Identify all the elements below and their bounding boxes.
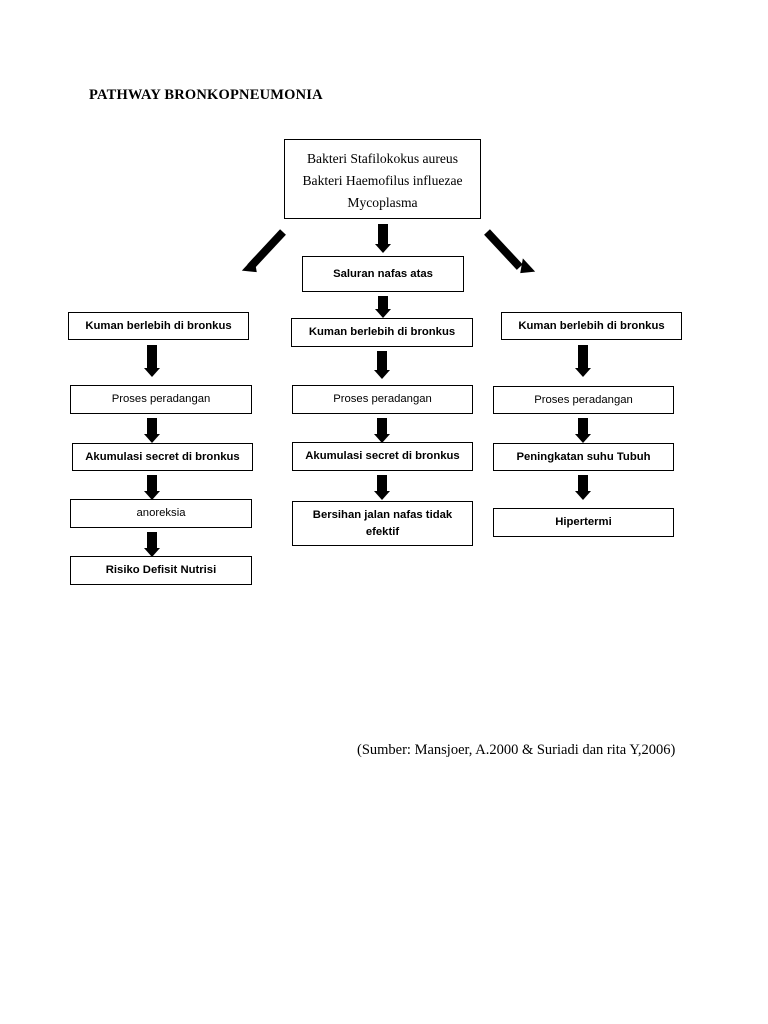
node-center-proses-peradangan: Proses peradangan <box>292 385 473 414</box>
node-left-anoreksia: anoreksia <box>70 499 252 528</box>
etiology-line-2: Bakteri Haemofilus influezae <box>302 173 463 189</box>
node-center-akumulasi-secret: Akumulasi secret di bronkus <box>292 442 473 471</box>
node-center-bersihan-jalan-nafas: Bersihan jalan nafas tidak efektif <box>292 501 473 546</box>
node-right-proses-peradangan: Proses peradangan <box>493 386 674 414</box>
node-left-proses-peradangan: Proses peradangan <box>70 385 252 414</box>
page-title: PATHWAY BRONKOPNEUMONIA <box>89 87 323 103</box>
etiology-line-3: Mycoplasma <box>347 195 418 211</box>
source-citation: (Sumber: Mansjoer, A.2000 & Suriadi dan … <box>357 742 676 758</box>
node-right-hipertermi: Hipertermi <box>493 508 674 537</box>
etiology-line-1: Bakteri Stafilokokus aureus <box>306 151 458 166</box>
node-right-peningkatan-suhu: Peningkatan suhu Tubuh <box>493 443 674 471</box>
node-center-kuman-berlebih: Kuman berlebih di bronkus <box>291 318 473 347</box>
node-left-kuman-berlebih: Kuman berlebih di bronkus <box>68 312 249 340</box>
etiology-box: Bakteri Stafilokokus aureus Bakteri Haem… <box>284 139 481 219</box>
node-right-kuman-berlebih: Kuman berlebih di bronkus <box>501 312 682 340</box>
node-left-akumulasi-secret: Akumulasi secret di bronkus <box>72 443 253 471</box>
node-saluran-nafas-atas: Saluran nafas atas <box>302 256 464 292</box>
node-left-risiko-defisit-nutrisi: Risiko Defisit Nutrisi <box>70 556 252 585</box>
